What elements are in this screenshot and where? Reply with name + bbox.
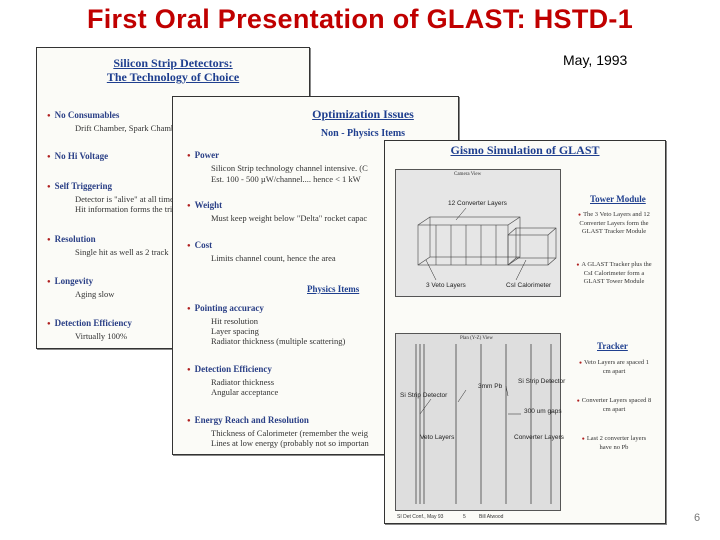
card1-item-label: Detection Efficiency xyxy=(47,318,132,328)
csi-calorimeter-label: CsI Calorimeter xyxy=(506,282,552,289)
energy-detail: Lines at low energy (probably not so imp… xyxy=(211,438,369,448)
physics-items-heading: Physics Items xyxy=(307,284,360,294)
power-detail: Est. 100 - 500 µW/channel.... hence < 1 … xyxy=(211,174,361,184)
tower-text: The 3 Veto Layers and 12 Converter Layer… xyxy=(575,211,653,236)
card2-subtitle: Non - Physics Items xyxy=(320,128,406,139)
pointing-detail: Layer spacing xyxy=(211,326,259,336)
footer-page: 5 xyxy=(463,514,466,520)
card1-item-label: No Hi Voltage xyxy=(47,151,109,161)
page-number: 6 xyxy=(694,512,701,524)
power-detail: Silicon Strip technology channel intensi… xyxy=(211,163,368,173)
card3-title: Gismo Simulation of GLAST xyxy=(450,143,600,157)
card1-item-detail: Aging slow xyxy=(75,289,115,299)
energy-detail: Thickness of Calorimeter (remember the w… xyxy=(211,428,368,438)
converter-layers-label: 12 Converter Layers xyxy=(448,200,507,207)
energy-label: Energy Reach and Resolution xyxy=(187,415,309,425)
footer-conference: SI Det Conf., May 93 xyxy=(397,514,444,520)
card1-item-label: Longevity xyxy=(47,276,94,286)
detection-label: Detection Efficiency xyxy=(187,364,272,374)
tracker-text: Veto Layers are spaced 1 cm apart xyxy=(575,359,653,376)
cost-label: Cost xyxy=(187,240,213,250)
tracker-wireframe xyxy=(417,207,557,281)
veto-layers-label: Veto Layers xyxy=(420,434,455,441)
card1-item-label: Self Triggering xyxy=(47,181,112,191)
plan-view-header: Plan (Y-Z) View xyxy=(460,336,493,341)
si-strip-label: Si Strip Detector xyxy=(400,392,448,399)
weight-detail: Must keep weight below "Delta" rocket ca… xyxy=(211,213,368,223)
card1-title-line1: Silicon Strip Detectors: xyxy=(113,56,233,70)
camera-view-panel: Camera View xyxy=(395,169,561,297)
card2-title: Optimization Issues xyxy=(312,107,414,121)
tracker-text: Converter Layers spaced 8 cm apart xyxy=(575,397,653,414)
card1-item-detail: Single hit as well as 2 track xyxy=(75,247,169,257)
pb-label: 3mm Pb xyxy=(478,383,503,390)
si-strip-label: Si Strip Detector xyxy=(518,378,566,385)
power-label: Power xyxy=(187,150,220,160)
card1-item-detail: Virtually 100% xyxy=(75,331,128,341)
card1-item-detail: Drift Chamber, Spark Chamber xyxy=(75,123,182,133)
pointing-detail: Radiator thickness (multiple scattering) xyxy=(211,336,346,346)
tracker-text: Last 2 converter layers have no Pb xyxy=(575,435,653,452)
detection-detail: Radiator thickness xyxy=(211,377,275,387)
veto-layers-label: 3 Veto Layers xyxy=(426,282,466,289)
footer-author: Bill Atwood xyxy=(479,514,504,520)
gismo-simulation-slide-image: Gismo Simulation of GLAST Camera View xyxy=(384,140,666,524)
card1-item-label: Resolution xyxy=(47,234,96,244)
cost-detail: Limits channel count, hence the area xyxy=(211,253,336,263)
weight-label: Weight xyxy=(187,200,223,210)
detection-detail: Angular acceptance xyxy=(211,387,279,397)
slide-title: First Oral Presentation of GLAST: HSTD-1 xyxy=(86,4,634,34)
slide-date: May, 1993 xyxy=(563,52,628,68)
camera-view-header: Camera View xyxy=(454,172,482,177)
tower-module-heading: Tower Module xyxy=(590,194,646,204)
converter-layers-label: Converter Layers xyxy=(514,434,564,441)
gaps-label: 300 um gaps xyxy=(524,408,562,415)
card1-item-label: No Consumables xyxy=(47,110,120,120)
tracker-heading: Tracker xyxy=(597,341,628,351)
plan-view-panel: Plan (Y-Z) View Si Strip Detector Si Str… xyxy=(395,333,565,511)
card1-title-line2: The Technology of Choice xyxy=(106,70,240,84)
tower-text: A GLAST Tracker plus the CsI Calorimeter… xyxy=(575,261,653,286)
pointing-label: Pointing accuracy xyxy=(187,303,264,313)
card1-item-detail: Hit information forms the trigger xyxy=(75,204,188,214)
pointing-detail: Hit resolution xyxy=(211,316,258,326)
card1-item-detail: Detector is "alive" at all times xyxy=(75,194,178,204)
plan-view-lines xyxy=(415,344,552,504)
